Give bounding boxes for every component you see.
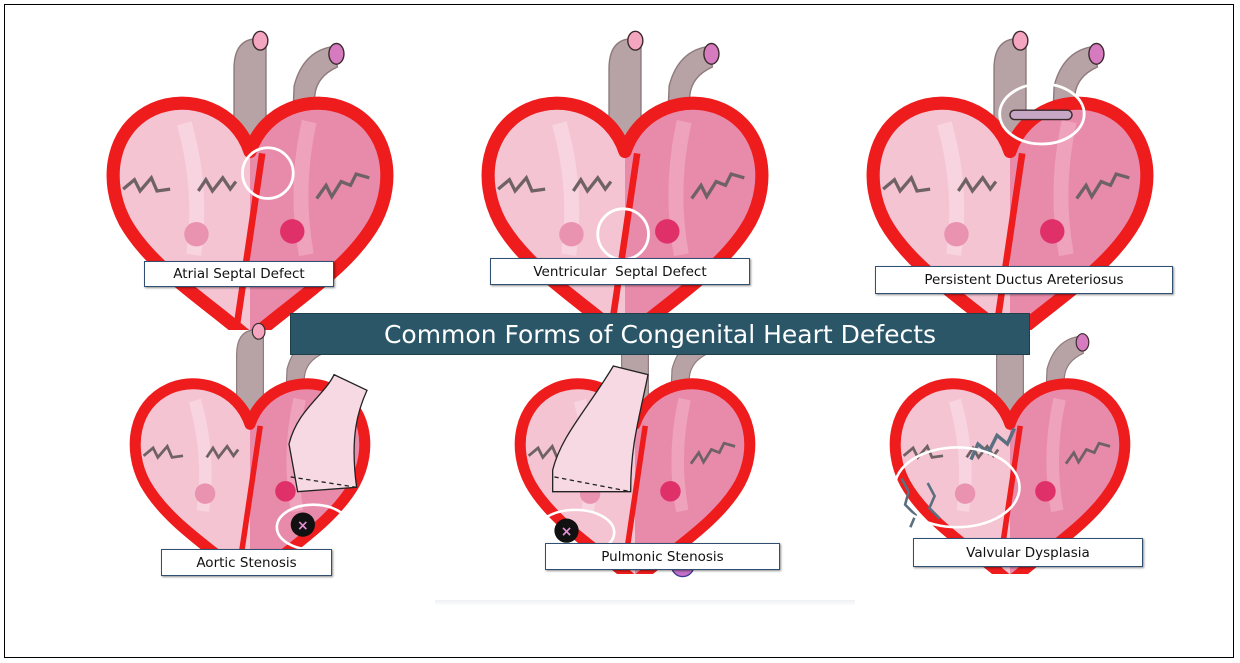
bottom-shadow: [435, 600, 855, 606]
pda-label: Persistent Ductus Areteriosus: [875, 266, 1173, 294]
asd-label: Atrial Septal Defect: [144, 261, 334, 287]
ductus-vessel: [1010, 110, 1072, 119]
vsd-label: Ventricular Septal Defect: [490, 258, 750, 285]
ps-label: Pulmonic Stenosis: [545, 543, 780, 570]
svg-text:×: ×: [297, 518, 309, 534]
figure-title: Common Forms of Congenital Heart Defects: [290, 313, 1030, 355]
svg-text:×: ×: [561, 524, 573, 540]
as-label: Aortic Stenosis: [161, 549, 332, 576]
vd-label: Valvular Dysplasia: [913, 538, 1143, 567]
